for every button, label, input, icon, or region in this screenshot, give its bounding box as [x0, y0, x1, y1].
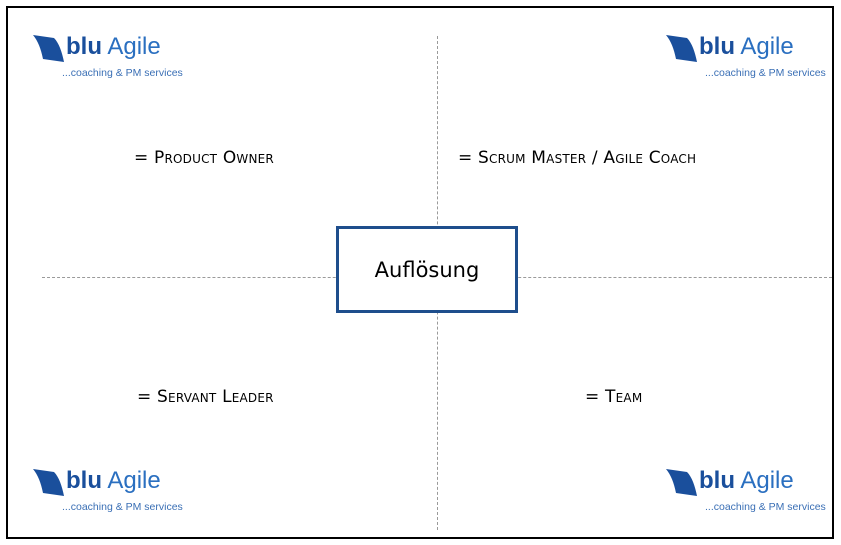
logo-top-left: blu Agile ...coaching & PM services [32, 33, 202, 90]
logo-tagline: ...coaching & PM services [62, 501, 183, 513]
center-label: Auflösung [374, 257, 480, 282]
role-servant-leader: = Servant Leader [137, 387, 274, 407]
role-scrum-master: = Scrum Master / Agile Coach [458, 148, 697, 168]
logo-brand: blu Agile [66, 33, 161, 60]
blu-logo-icon [666, 469, 697, 496]
center-label-box: Auflösung [336, 226, 518, 313]
logo-bottom-right: blu Agile ...coaching & PM services [665, 467, 835, 524]
blu-logo-icon [666, 35, 697, 62]
logo-top-right: blu Agile ...coaching & PM services [665, 33, 835, 90]
logo-tagline: ...coaching & PM services [705, 67, 826, 79]
logo-brand: blu Agile [66, 467, 161, 494]
logo-tagline: ...coaching & PM services [705, 501, 826, 513]
logo-bottom-left: blu Agile ...coaching & PM services [32, 467, 202, 524]
logo-brand: blu Agile [699, 467, 794, 494]
blu-logo-icon [33, 469, 64, 496]
blu-logo-icon [33, 35, 64, 62]
logo-brand: blu Agile [699, 33, 794, 60]
logo-tagline: ...coaching & PM services [62, 67, 183, 79]
role-team: = Team [585, 387, 643, 407]
role-product-owner: = Product Owner [134, 148, 274, 168]
